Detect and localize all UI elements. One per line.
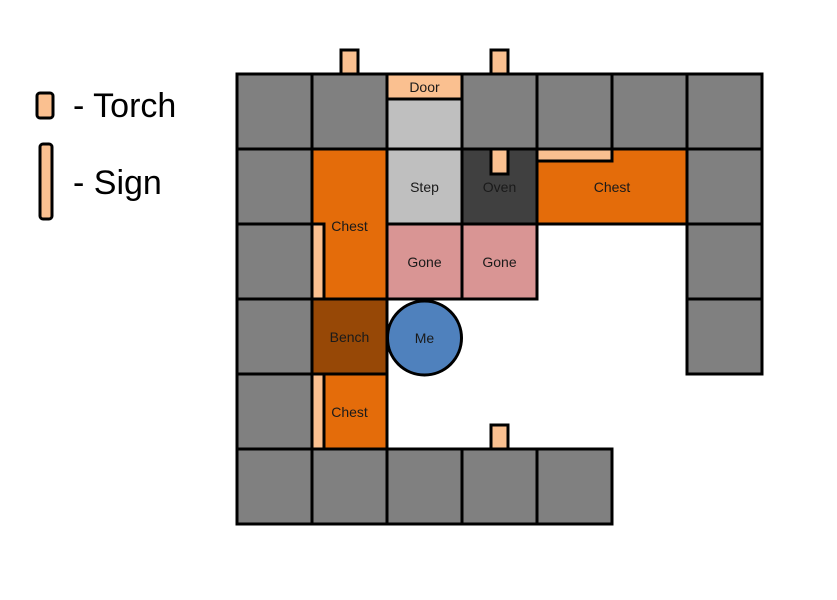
gone-tile-1 — [385, 222, 464, 301]
wall-block — [235, 372, 314, 451]
player-marker — [386, 299, 463, 377]
step-label: Step — [410, 179, 439, 195]
wall-block — [535, 72, 614, 151]
player-label: Me — [415, 330, 435, 346]
wall-block — [685, 147, 764, 226]
wall-block — [385, 447, 464, 526]
door — [385, 72, 464, 101]
torch-icon — [339, 48, 360, 76]
wall-block — [535, 447, 614, 526]
gone-label-1: Gone — [407, 254, 441, 270]
wall-block — [685, 297, 764, 376]
torch-icon — [489, 147, 510, 176]
gone-tile-2 — [460, 222, 539, 301]
wall-block — [235, 72, 314, 151]
torch-icon — [489, 48, 510, 76]
wall-block — [460, 447, 539, 526]
chest-bottom-left-label: Chest — [331, 404, 368, 420]
sign-icon — [535, 147, 614, 163]
wall-block — [235, 447, 314, 526]
torch-icon — [489, 423, 510, 451]
sign-icon — [310, 372, 326, 451]
sign-icon — [310, 222, 326, 301]
legend-torch-icon — [35, 91, 55, 120]
wall-block — [460, 72, 539, 151]
wall-block — [235, 147, 314, 226]
legend-sign-icon — [38, 142, 54, 221]
wall-block — [610, 72, 689, 151]
chest-left-tall-label: Chest — [331, 218, 368, 234]
door-label: Door — [409, 79, 440, 95]
wall-block — [235, 297, 314, 376]
wall-block — [685, 72, 764, 151]
legend-torch-label: - Torch — [73, 87, 176, 125]
wall-block — [235, 222, 314, 301]
legend-sign-label: - Sign — [73, 164, 162, 202]
bench — [310, 297, 389, 376]
gone-label-2: Gone — [482, 254, 516, 270]
wall-block — [310, 447, 389, 526]
wall-block — [685, 222, 764, 301]
wall-block — [310, 72, 389, 151]
chest-top-right-label: Chest — [594, 179, 631, 195]
door-passage — [385, 97, 464, 151]
bench-label: Bench — [330, 329, 370, 345]
oven-label: Oven — [483, 179, 516, 195]
